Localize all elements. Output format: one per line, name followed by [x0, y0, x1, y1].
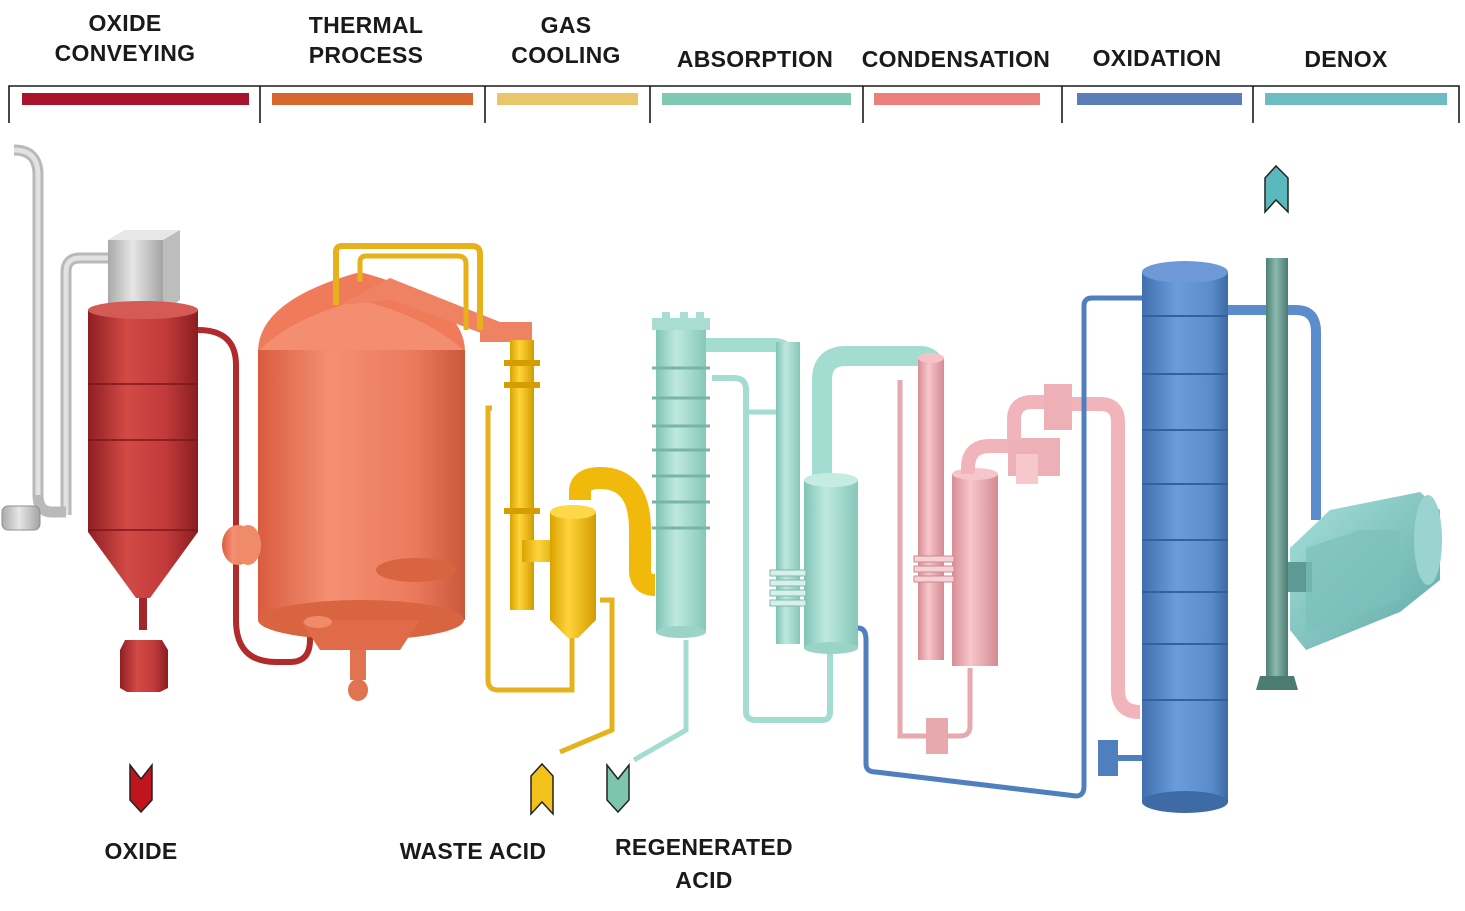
- oxidation-unit: [857, 261, 1321, 813]
- stage-title-line: COOLING: [511, 42, 621, 68]
- stream-label-line: WASTE ACID: [399, 838, 547, 864]
- stage-color-bar-oxide-conveying: [22, 93, 249, 105]
- stage-title-line: DENOX: [1304, 46, 1388, 72]
- denox-stack: [1266, 258, 1288, 678]
- stage-title-line: THERMAL: [308, 12, 424, 38]
- exhaust-up-arrow-icon: [1264, 164, 1289, 214]
- thermal-reactor-unit: [235, 243, 532, 701]
- stage-title-oxidation: OXIDATION: [1077, 43, 1237, 73]
- stage-title-line: OXIDATION: [1092, 45, 1222, 71]
- oxidation-tower: [1142, 272, 1228, 802]
- venturi-scrubber: [550, 512, 596, 620]
- stage-title-line: OXIDE: [88, 10, 162, 36]
- stream-label-line: ACID: [675, 867, 733, 893]
- stage-title-condensation: CONDENSATION: [856, 44, 1056, 74]
- stage-title-gas-cooling: GAS COOLING: [486, 10, 646, 70]
- stage-title-line: ABSORPTION: [676, 46, 834, 72]
- condenser-vessel: [952, 474, 998, 666]
- stage-title-thermal-process: THERMAL PROCESS: [276, 10, 456, 70]
- stage-title-line: PROCESS: [308, 42, 424, 68]
- oxide-conveying-unit: [1, 144, 313, 692]
- absorption-unit: [632, 312, 944, 763]
- header-divider: [8, 85, 1460, 123]
- stream-label-line: OXIDE: [104, 838, 178, 864]
- condensation-unit: [897, 353, 1141, 754]
- stage-title-oxide-conveying: OXIDE CONVEYING: [35, 8, 215, 68]
- burner-port: [376, 558, 456, 582]
- stream-label-oxide: OXIDE: [71, 835, 211, 868]
- oxide-silo: [88, 310, 198, 532]
- stage-title-line: CONVEYING: [54, 40, 196, 66]
- stage-title-denox: DENOX: [1266, 44, 1426, 74]
- stage-title-line: CONDENSATION: [861, 46, 1051, 72]
- stream-label-waste-acid: WASTE ACID: [383, 835, 563, 868]
- gas-cooling-unit: [485, 340, 656, 755]
- stream-label-regenerated-acid: REGENERATED ACID: [602, 831, 806, 897]
- stage-color-bar-denox: [1265, 93, 1447, 105]
- stream-label-line: REGENERATED: [615, 834, 793, 860]
- oxide-out-arrow-icon: [129, 762, 153, 814]
- stage-color-bar-condensation: [874, 93, 1040, 105]
- stage-color-bar-thermal-process: [272, 93, 473, 105]
- stage-color-bar-oxidation: [1077, 93, 1242, 105]
- waste-acid-in-arrow-icon: [530, 762, 554, 816]
- stage-title-line: GAS: [540, 12, 592, 38]
- condenser-column: [918, 358, 944, 660]
- stage-color-bar-absorption: [662, 93, 851, 105]
- denox-unit: [1256, 258, 1442, 690]
- stage-color-bar-gas-cooling: [497, 93, 638, 105]
- absorption-tower-2: [804, 480, 858, 648]
- oxide-bin: [120, 640, 168, 692]
- blower-motor: [1, 505, 41, 531]
- regenerated-acid-out-arrow-icon: [606, 762, 630, 814]
- stage-title-absorption: ABSORPTION: [660, 44, 850, 74]
